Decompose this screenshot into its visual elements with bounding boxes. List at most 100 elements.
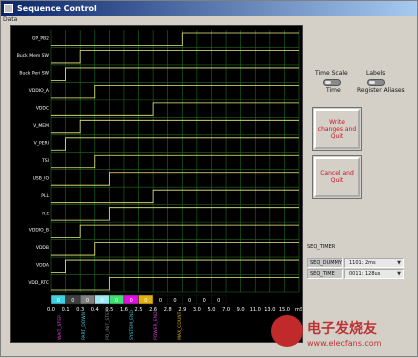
signal-label: V_MEM [33,123,49,129]
title-bar: Sequence Control [1,1,417,16]
chevron-down-icon: ▼ [397,271,401,277]
cancel-and-quit-button[interactable]: Cancel and Quit [314,157,360,197]
x-tick-label: 0.4 [91,307,99,313]
segment-label: 0 [130,298,133,304]
x-tick-label: 1.6 [120,307,128,313]
sequence-segment [211,294,227,305]
x-tick-label: 2.5 [135,307,143,313]
seq-dummy-row: SEQ_DUMMY 1101: 2ms ▼ [307,258,404,268]
signal-label: VDDIO_A [29,88,50,94]
watermark-cn: 电子发烧友 [307,321,377,337]
signal-label: VDDIO_B [29,228,49,234]
time-label: Time [326,87,341,94]
signal-trace [51,137,299,151]
seq-timer-title: SEQ_TIMER [307,244,336,250]
x-tick-label: mS [295,307,303,313]
signal-label: VDDA [36,263,50,269]
x-tick-label: 13.0 [264,307,275,313]
signal-trace [51,67,299,81]
seq-timer-group: SEQ_DUMMY 1101: 2ms ▼ SEQ_TIME 0011: 128u… [307,250,404,280]
segment-label: 0 [203,298,206,304]
chevron-down-icon: ▼ [397,260,401,266]
cancel-button-frame [312,155,362,199]
signal-label: VDD_RTC [28,280,49,286]
phase-label: WAIT_STEP [57,315,63,340]
signal-trace [51,102,299,116]
x-tick-label: 0.0 [47,307,55,313]
signal-trace [51,32,299,46]
phase-label: PD_INIT_STEP [105,309,111,340]
seq-time-row: SEQ_TIME 0011: 128us ▼ [307,269,404,279]
segment-label: 0 [217,298,220,304]
menu-data[interactable]: Data [3,16,18,23]
signal-label: VDDB [36,245,49,251]
seq-dummy-select[interactable]: 1101: 2ms ▼ [344,258,404,268]
x-tick-label: 0.5 [105,307,113,313]
segment-label: 0 [86,298,89,304]
phase-label: SYSTEM_END [129,310,135,340]
segment-label: 0 [144,298,147,304]
labels-label: Labels [366,70,386,77]
segment-label: 0 [173,298,176,304]
signal-trace [51,224,299,238]
x-tick-label: 15.0 [279,307,290,313]
x-tick-label: 2.9 [178,307,186,313]
signal-label: VDDC [36,105,49,111]
x-tick-label: 9.0 [237,307,245,313]
segment-label: 0 [100,298,103,304]
watermark-logo: 电子发烧友 www.elecfans.com [269,313,418,358]
seq-time-select[interactable]: 0011: 128us ▼ [344,269,404,279]
signal-trace [51,119,299,134]
phase-label: POWER_END [153,311,159,340]
signal-trace [51,242,299,256]
write-and-quit-button[interactable]: Write changes and Quit [314,109,360,149]
app-icon [4,4,13,13]
signal-label: V_PERI [34,140,49,146]
seq-dummy-name: SEQ_DUMMY [307,258,343,268]
time-scale-toggle[interactable] [323,79,341,86]
labels-toggle[interactable] [367,79,385,86]
signal-trace [51,50,299,64]
x-tick-label: 7.0 [222,307,230,313]
seq-dummy-value: 1101: 2ms [349,260,376,266]
seq-time-name: SEQ_TIME [307,269,343,279]
watermark-url: www.elecfans.com [307,339,382,348]
segment-label: 0 [159,298,162,304]
signal-trace [51,259,299,273]
write-button-frame [312,107,362,151]
x-tick-label: 2.6 [149,307,157,313]
x-tick-label: 3.0 [193,307,201,313]
phase-label: MAX_COUNT [177,311,183,340]
signal-label: GP_PB2 [32,36,49,42]
register-aliases-label: Register Aliases [357,87,405,94]
x-tick-label: 11.0 [250,307,261,313]
signal-label: Buck Peri SW [19,71,49,77]
x-tick-label: 0.1 [62,307,70,313]
segment-label: 0 [188,298,191,304]
phase-label: PART_DOWN [81,312,87,340]
x-tick-label: 2.8 [164,307,172,313]
window-title: Sequence Control [17,4,97,13]
seq-time-value: 0011: 128us [349,271,381,277]
signal-label: USB_IO [33,175,50,181]
signal-label: Buck Mem SW [17,53,50,59]
segment-label: 0 [57,298,60,304]
signal-label: n.c [42,211,49,216]
signal-trace [51,189,299,204]
segment-label: 0 [115,298,118,304]
logo-icon [271,315,303,347]
signal-trace [51,172,299,186]
x-tick-label: 0.3 [76,307,84,313]
signal-trace [51,277,299,291]
signal-label: TSI [41,158,49,164]
signal-label: PLL [41,193,49,199]
signal-trace [51,154,299,169]
segment-label: 0 [71,298,74,304]
signal-trace [51,85,299,99]
x-tick-label: 5.0 [207,307,215,313]
time-scale-label: Time Scale [315,70,348,77]
signal-trace [51,207,299,221]
